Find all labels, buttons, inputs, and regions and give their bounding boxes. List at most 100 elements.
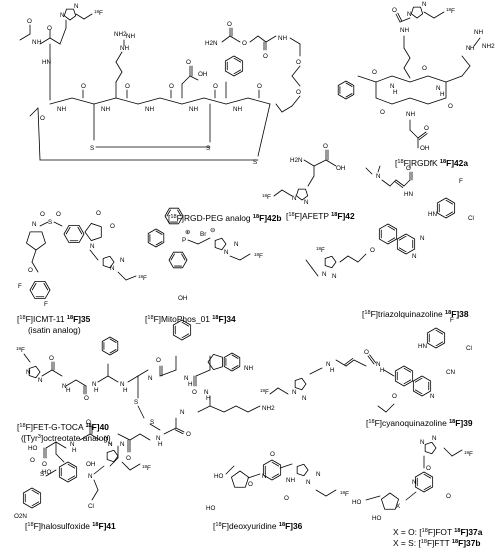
- atom-n: N: [316, 471, 321, 478]
- label-42: [18F]AFETP 18F]42: [286, 211, 355, 221]
- atom-o: O: [370, 247, 375, 254]
- atom-s: S: [40, 471, 44, 478]
- atom-h: H: [440, 91, 445, 98]
- atom-o: O: [426, 465, 431, 472]
- fluorine-18-label: 18F: [262, 193, 271, 201]
- atom-cl: Cl: [88, 503, 94, 510]
- atom-n: N: [70, 441, 75, 448]
- atom-nh: N: [32, 39, 37, 46]
- atom-n: N: [412, 253, 417, 260]
- label-36: [18F]deoxyuridine 18F]36: [213, 521, 303, 531]
- note-35: (isatin analog): [28, 325, 81, 335]
- atom-n: N: [422, 1, 427, 8]
- atom-o: O: [28, 267, 33, 274]
- label-37a: X = O: [18F]FOT 18F]37a: [393, 527, 483, 537]
- label-39: [18F]cyanoquinazoline 18F]39: [366, 418, 473, 428]
- atom-h: H: [380, 367, 385, 374]
- label-35: [18F]ICMT-11 18F]35: [17, 314, 91, 324]
- atom-oh: OH: [420, 145, 430, 152]
- atom-nh: NH: [126, 33, 136, 40]
- atom-n: N: [62, 383, 67, 390]
- atom-o: O: [186, 59, 191, 66]
- atom-h: H: [188, 381, 193, 388]
- atom-s: S: [150, 419, 154, 426]
- atom-o: O: [84, 395, 89, 402]
- atom-n: N: [292, 389, 297, 396]
- atom-f: F: [459, 178, 463, 185]
- atom-n: N: [90, 243, 95, 250]
- atom-o: O: [446, 493, 451, 500]
- atom-h: H: [37, 39, 42, 46]
- atom-cn: CN: [446, 369, 456, 376]
- atom-n: N: [420, 235, 425, 242]
- atom-nh2: NH2: [114, 31, 127, 38]
- atom-n: N: [376, 173, 381, 180]
- atom-s: S: [253, 159, 257, 166]
- atom-o: O: [323, 143, 328, 150]
- atom-o: O: [40, 211, 45, 218]
- atom-n: N: [234, 241, 239, 248]
- label-41: [18F]halosulfoxide 18F]41: [25, 521, 116, 531]
- atom-o-ether: O: [242, 40, 247, 47]
- atom-n: N: [302, 395, 307, 402]
- atom-h: H: [94, 387, 99, 394]
- atom-nh: NH: [233, 106, 243, 113]
- atom-n: N: [304, 199, 309, 206]
- atom-br: Br: [200, 231, 206, 238]
- note-40: ([Tyr3]octreotate analog): [21, 433, 111, 443]
- atom-nh: NH: [286, 477, 296, 484]
- atom-n: N: [412, 479, 417, 486]
- atom-n: N: [306, 479, 311, 486]
- label-37b: X = S: [18F]FTT 18F]37b: [393, 538, 481, 548]
- atom-ho: HO: [352, 499, 362, 506]
- fluorine-18-label: 18F: [94, 9, 103, 17]
- atom-n: N: [326, 361, 331, 368]
- atom-o: O: [372, 69, 377, 76]
- atom-n: N: [32, 221, 37, 228]
- atom-n: N: [104, 435, 109, 442]
- atom-cl: Cl: [466, 345, 472, 352]
- atom-o: O: [248, 481, 253, 488]
- atom-n: N: [92, 381, 97, 388]
- atom-n: N: [88, 473, 93, 480]
- atom-n: N: [156, 435, 161, 442]
- atom-p: P: [182, 237, 186, 244]
- atom-n: N: [332, 273, 337, 280]
- atom-o: O: [86, 419, 91, 426]
- atom-o: O: [284, 495, 289, 502]
- atom-nh: NH: [189, 106, 199, 113]
- atom-o: O: [30, 457, 35, 464]
- atom-n: N: [120, 381, 125, 388]
- atom-f: F: [450, 317, 454, 324]
- atom-n: N: [60, 12, 65, 19]
- atom-o: O: [227, 21, 232, 28]
- atom-o: O: [263, 53, 268, 60]
- atom-hn: HN: [418, 343, 428, 350]
- atom-nh2: NH2: [262, 405, 275, 412]
- atom-o: O: [169, 83, 174, 90]
- atom-o: O: [380, 109, 385, 116]
- atom-n: N: [38, 377, 43, 384]
- atom-ho: HO: [372, 515, 382, 522]
- atom-n: N: [148, 375, 153, 382]
- atom-n: N: [322, 271, 327, 278]
- atom-o: O: [422, 65, 427, 72]
- atom-hn: HN: [42, 59, 52, 66]
- atom-o: O: [296, 89, 301, 96]
- atom-o: O: [213, 83, 218, 90]
- fluorine-18-label: 18F: [138, 274, 147, 282]
- atom-n: N: [407, 11, 412, 18]
- atom-n: N: [120, 441, 125, 448]
- fluorine-18-label: 18F: [254, 252, 263, 260]
- atom-n: N: [204, 389, 209, 396]
- atom-s: S: [206, 145, 210, 152]
- structure-40: 18FNNONHONHNHSSNOOHNHONHNHNONHNH2ONHOHON…: [16, 295, 275, 476]
